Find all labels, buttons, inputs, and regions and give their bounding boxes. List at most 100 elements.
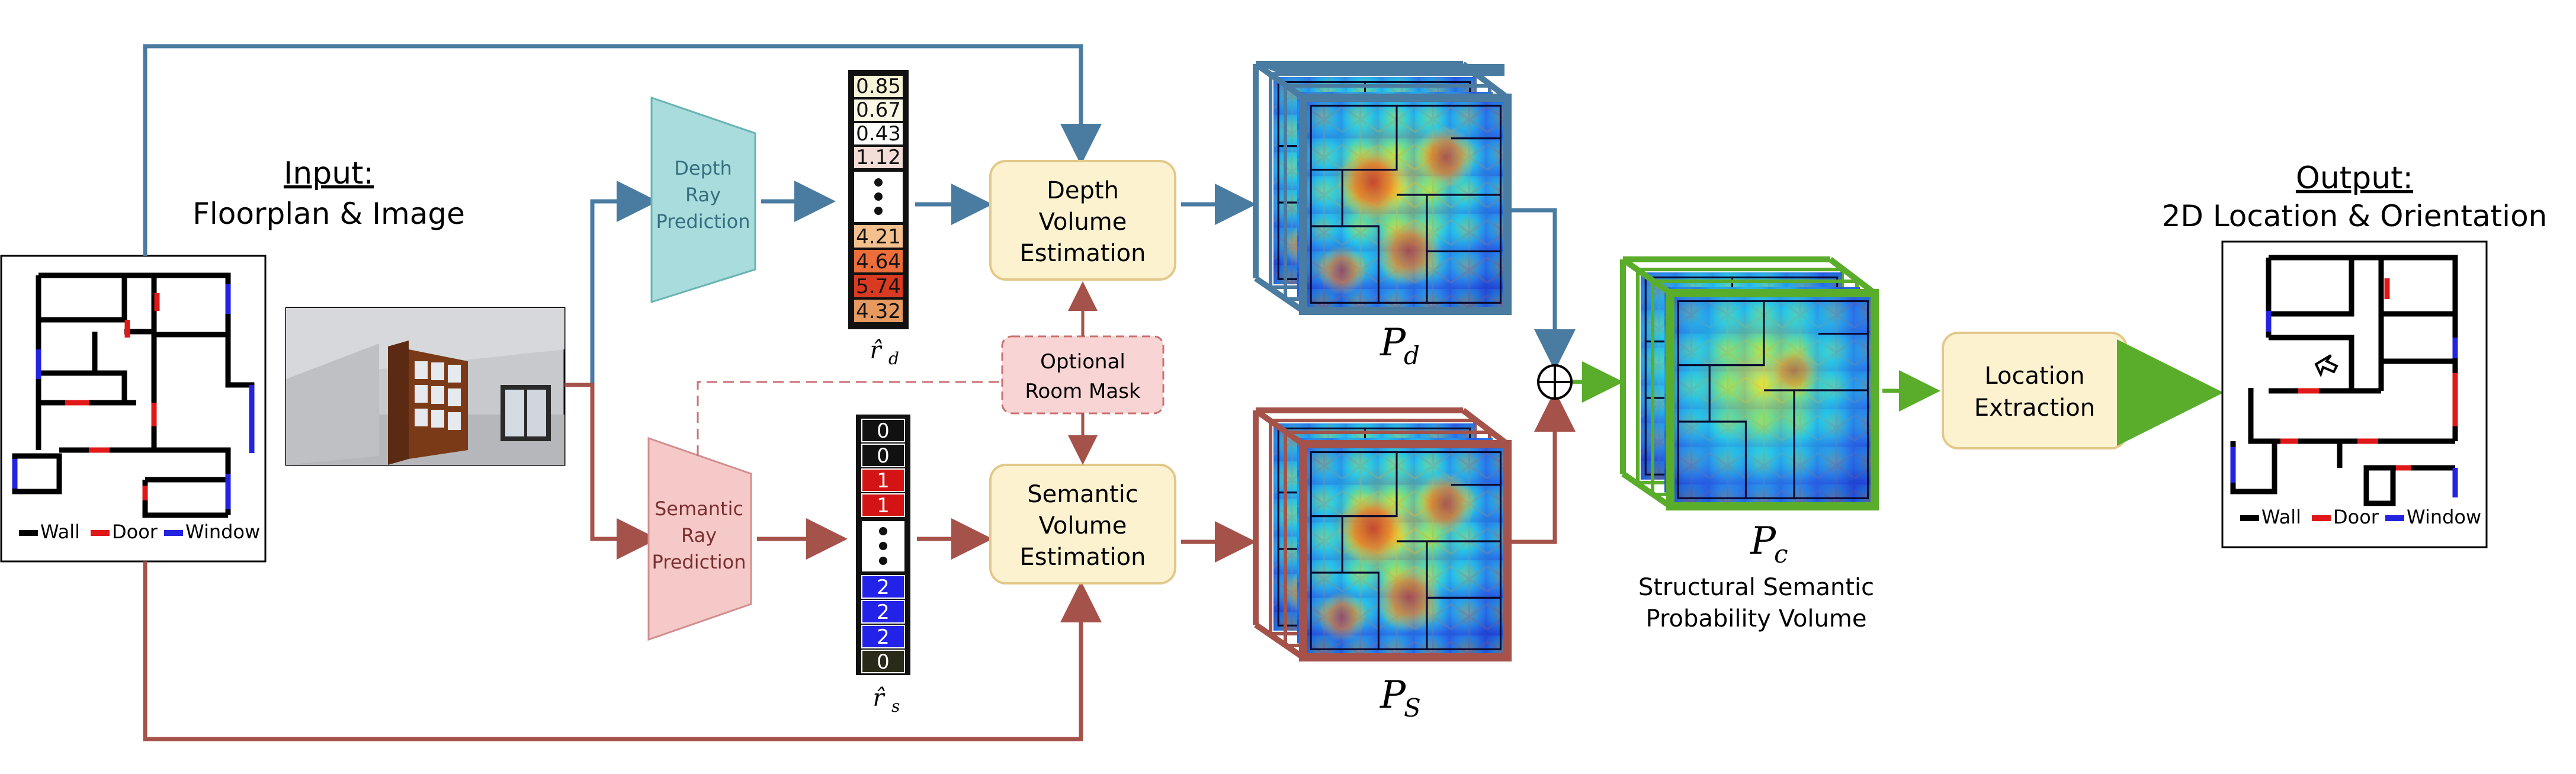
legend-wall: Wall	[40, 521, 80, 543]
bypass-arrow-top	[143, 44, 1102, 256]
semantic-volume-estimation: Semantic Volume Estimation	[989, 464, 1176, 584]
sem-dot-3	[879, 557, 887, 565]
bypass-arrow-bottom	[143, 561, 1102, 741]
pc-caption-line2: Probability Volume	[1646, 605, 1867, 632]
pc-sub: c	[1774, 539, 1788, 569]
depth-cell-value: 4.21	[856, 225, 901, 249]
input-title: Input:	[284, 156, 374, 191]
depth-cell	[854, 123, 903, 144]
output-title: Output:	[2296, 160, 2413, 196]
pc-caption-line1: Structural Semantic	[1638, 574, 1874, 601]
depth-cell	[854, 76, 903, 97]
depth-cell-value: 0.67	[856, 98, 901, 122]
depth-cell-value: 1.12	[856, 146, 901, 169]
semantic-cell-value: 1	[877, 469, 890, 493]
ps-volume-cube	[1253, 407, 1512, 661]
location-extraction: Location Extraction	[1942, 332, 2128, 449]
photo-to-depth-arrow	[564, 181, 658, 387]
depth-cell	[854, 99, 903, 121]
depth-ray-prediction: Depth Ray Prediction	[650, 96, 756, 304]
depth-dot-1	[874, 178, 883, 187]
depth-ray-line2: Ray	[685, 184, 721, 206]
depth-cell-value: 4.64	[856, 250, 901, 274]
semantic-ray-line3: Prediction	[652, 551, 746, 573]
pc-symbol: P	[1750, 519, 1776, 563]
sem-dot-1	[879, 527, 887, 535]
input-photo	[285, 307, 566, 466]
pd-symbol: P	[1380, 321, 1406, 365]
floorplan-legend: Wall Door Window	[19, 521, 260, 543]
photo-to-semantic-arrow	[564, 383, 658, 560]
pd-sub: d	[1404, 341, 1420, 370]
semantic-cell-value: 0	[877, 650, 890, 674]
depth-volume-line2: Volume	[1039, 208, 1127, 236]
semantic-cell-value: 2	[877, 600, 890, 624]
semantic-ray-sub: s	[891, 696, 900, 716]
semantic-volume-line3: Estimation	[1019, 544, 1146, 571]
pc-volume-cube	[1620, 256, 1879, 510]
semantic-cell	[861, 419, 905, 442]
depth-dot-2	[874, 192, 883, 201]
room-mask-dashed-line	[697, 381, 1001, 456]
depth-ray-sub: d	[888, 349, 899, 368]
semantic-cell-value: 2	[877, 625, 890, 649]
semantic-cell	[861, 575, 905, 599]
semantic-cell	[861, 625, 905, 648]
depth-ray-symbol: r̂	[870, 337, 883, 364]
semantic-cell-value: 1	[877, 494, 890, 518]
depth-cell-value: 5.74	[856, 275, 901, 298]
depth-ray-line1: Depth	[674, 157, 732, 179]
depth-cell	[854, 250, 903, 272]
semantic-ray-line2: Ray	[681, 524, 717, 547]
depth-volume-line3: Estimation	[1019, 240, 1146, 267]
ps-sub: S	[1404, 693, 1421, 722]
ps-label: P S	[1380, 673, 1421, 722]
pd-label: P d	[1380, 321, 1420, 370]
output-legend-window: Window	[2407, 506, 2481, 528]
legend-window: Window	[185, 521, 260, 543]
depth-volume-line1: Depth	[1047, 177, 1119, 204]
ps-symbol: P	[1380, 673, 1406, 717]
output-legend-door: Door	[2333, 506, 2379, 528]
room-mask-line1: Optional	[1040, 350, 1125, 374]
depth-cell	[854, 300, 903, 322]
semantic-ray-label: r̂ s	[872, 685, 900, 716]
depth-ray-label: r̂ d	[870, 337, 899, 368]
location-line2: Extraction	[1974, 394, 2095, 422]
depth-ray-line3: Prediction	[656, 210, 750, 233]
semantic-volume-line1: Semantic	[1027, 481, 1138, 508]
fusion-plus-icon	[1537, 364, 1573, 400]
semantic-ray-symbol: r̂	[872, 685, 886, 712]
room-mask-line2: Room Mask	[1025, 380, 1141, 403]
output-subtitle: 2D Location & Orientation	[2162, 199, 2548, 233]
semantic-cell-value: 2	[877, 576, 890, 599]
pd-to-fusion-arrow	[1512, 208, 1576, 371]
depth-cell	[854, 275, 903, 297]
semantic-cell-value: 0	[877, 419, 890, 443]
depth-cell-value: 0.43	[856, 122, 901, 146]
semantic-cell	[861, 493, 905, 517]
semantic-cell	[861, 650, 905, 673]
legend-door: Door	[112, 521, 158, 543]
semantic-cell-value: 0	[877, 444, 890, 468]
depth-cell	[854, 147, 903, 168]
sem-dot-2	[879, 542, 887, 550]
output-legend-wall: Wall	[2261, 506, 2301, 528]
pose-arrow-icon	[2314, 354, 2338, 378]
semantic-ray-prediction: Semantic Ray Prediction	[647, 436, 752, 641]
depth-cell-value: 0.85	[856, 75, 901, 98]
semantic-cell	[861, 444, 905, 467]
depth-volume-estimation: Depth Volume Estimation	[989, 160, 1176, 281]
pd-volume-cube	[1253, 61, 1512, 315]
input-floorplan: Wall Door Window	[0, 255, 267, 563]
depth-cell	[854, 225, 903, 248]
semantic-cell	[861, 468, 905, 492]
location-line1: Location	[1984, 362, 2084, 390]
ps-to-fusion-arrow	[1512, 390, 1576, 544]
output-floorplan-legend: Wall Door Window	[2240, 506, 2481, 528]
pc-label: P c	[1750, 519, 1788, 569]
optional-room-mask: Optional Room Mask	[1001, 335, 1165, 415]
depth-cell-value: 4.32	[856, 300, 901, 323]
